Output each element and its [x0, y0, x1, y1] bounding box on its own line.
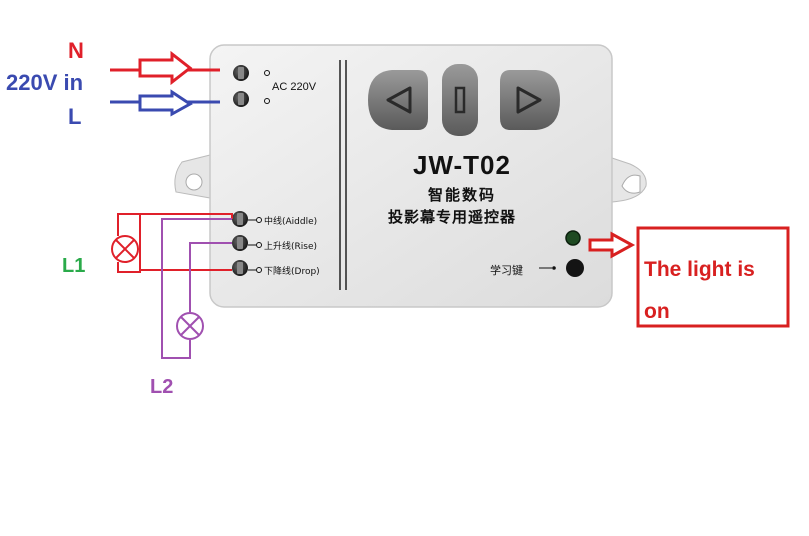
neutral-label: N	[68, 38, 84, 63]
lamp-l2	[176, 312, 204, 340]
model-title: JW-T02	[413, 150, 511, 180]
l2-label: L2	[150, 376, 174, 398]
callout-text-line1: The light is	[644, 258, 755, 281]
callout-text-line2: on	[644, 300, 670, 323]
stop-button[interactable]	[442, 64, 478, 136]
callout-arrow-icon	[588, 231, 636, 259]
callout-box	[636, 226, 790, 328]
mounting-ear-right	[611, 157, 647, 203]
terminal-label-rise: 上升线(Rise)	[264, 242, 318, 252]
ac-voltage-label: AC 220V	[272, 81, 317, 93]
terminal-rise	[232, 235, 262, 251]
learn-key-label: 学习键	[490, 264, 523, 277]
terminal-label-drop: 下降线(Drop)	[264, 267, 320, 277]
terminal-drop	[232, 260, 262, 276]
left-arrow-button[interactable]	[368, 70, 428, 130]
stop-icon	[454, 86, 466, 114]
l1-circuit	[117, 213, 233, 273]
learn-key-dot	[552, 266, 556, 270]
neutral-arrow-icon	[138, 50, 193, 86]
mounting-ear-left	[174, 154, 211, 199]
ac-terminal-n	[233, 65, 270, 81]
right-arrow-button[interactable]	[500, 70, 560, 130]
device-subtitle-line1: 智能数码	[428, 186, 497, 204]
right-arrow-icon	[516, 86, 542, 114]
live-arrow-icon	[138, 89, 193, 117]
live-label: L	[68, 104, 82, 129]
left-arrow-icon	[386, 86, 412, 114]
indicator-led	[565, 230, 581, 246]
terminal-middle	[232, 211, 262, 227]
voltage-label: 220V in	[6, 70, 84, 95]
terminal-label-middle: 中线(Aiddle)	[264, 217, 318, 227]
device-subtitle-line2: 投影幕专用遥控器	[388, 208, 517, 226]
l1-label: L1	[62, 255, 86, 277]
neutral-wire	[110, 50, 220, 86]
live-wire	[110, 89, 220, 117]
learn-key-button[interactable]	[566, 259, 584, 277]
lamp-l1	[111, 235, 139, 263]
ac-terminal-l	[233, 91, 270, 107]
l2-circuit	[161, 218, 232, 359]
